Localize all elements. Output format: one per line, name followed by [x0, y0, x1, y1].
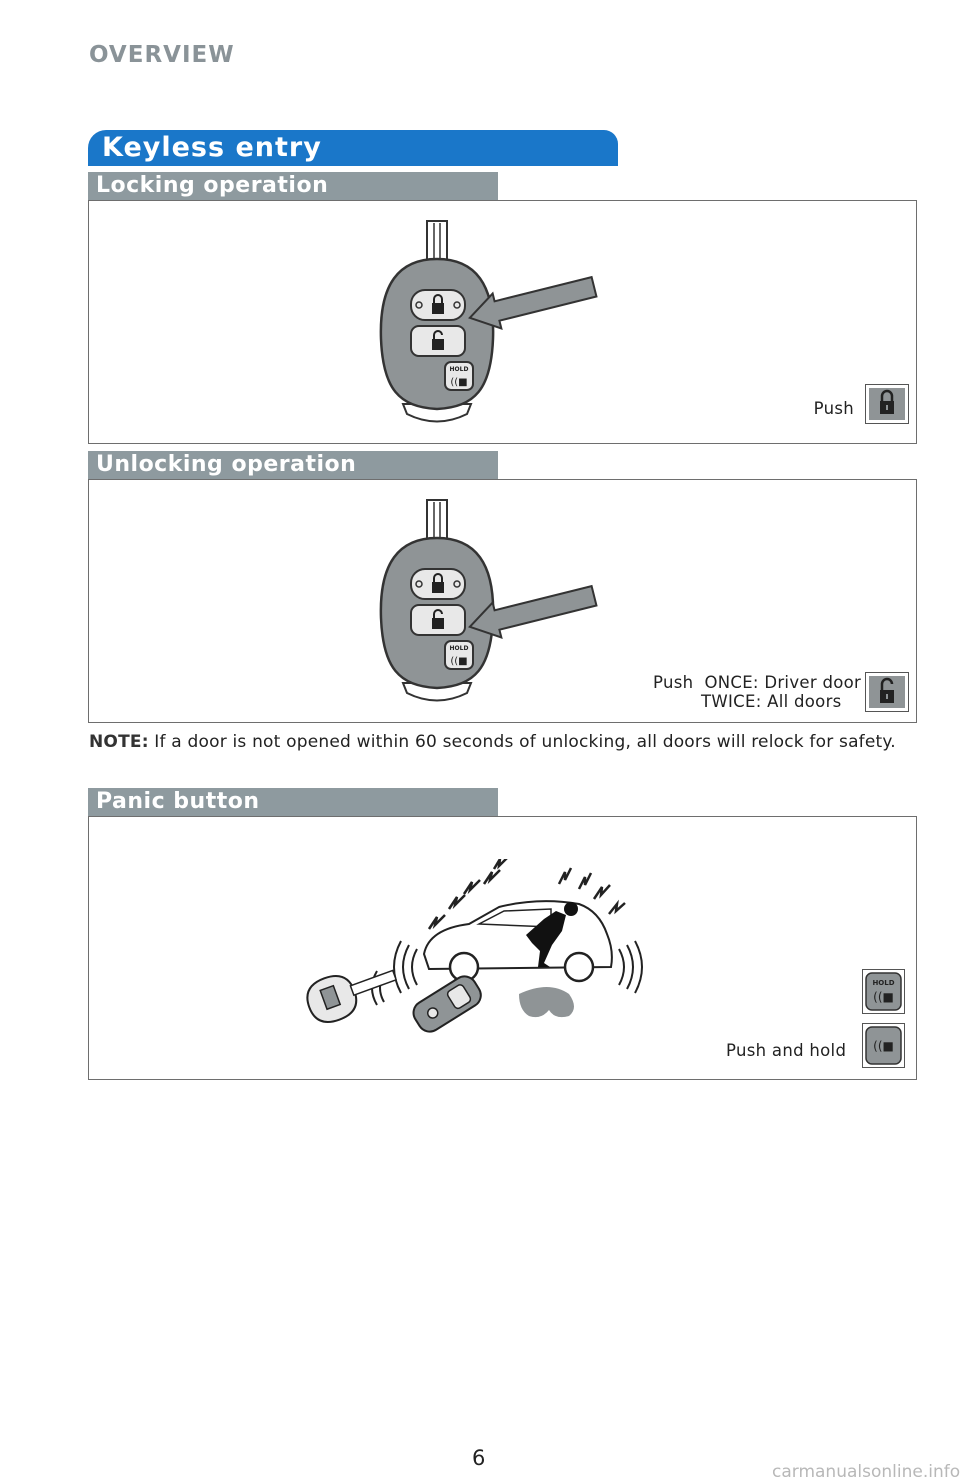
- note-paragraph: NOTE: If a door is not opened within 60 …: [89, 729, 909, 755]
- svg-text:HOLD: HOLD: [450, 366, 469, 373]
- svg-text:((■: ((■: [450, 656, 467, 667]
- banner-title: Keyless entry: [102, 132, 322, 163]
- svg-text:((■: ((■: [873, 1039, 894, 1053]
- lock-button-icon: [865, 384, 909, 424]
- panic-alarm-car-icon: [306, 859, 643, 1033]
- watermark: carmanualsonline.info: [772, 1462, 960, 1482]
- panic-panel: HOLD ((■ Push and hold ((■: [88, 816, 917, 1080]
- unlock-button-icon: [865, 672, 909, 712]
- locking-heading-text: Locking operation: [96, 173, 329, 198]
- key-fob-unlock-highlight-icon: HOLD ((■: [379, 499, 598, 702]
- unlocking-heading: Unlocking operation: [88, 451, 498, 479]
- panic-caption: Push and hold: [726, 1041, 847, 1060]
- panic-heading: Panic button: [88, 788, 498, 816]
- keyless-entry-banner: Keyless entry: [88, 130, 618, 166]
- svg-text:((■: ((■: [873, 990, 894, 1004]
- panic-heading-text: Panic button: [96, 789, 260, 814]
- note-label: NOTE:: [89, 732, 149, 752]
- page-number: 6: [472, 1446, 486, 1470]
- note-text: If a door is not opened within 60 second…: [148, 732, 896, 752]
- key-fob-lock-highlight-icon: HOLD ((■: [379, 220, 598, 423]
- unlocking-caption-line2: TWICE: All doors: [701, 692, 842, 711]
- locking-caption: Push: [813, 399, 854, 418]
- section-title: OVERVIEW: [89, 42, 235, 68]
- svg-text:((■: ((■: [450, 377, 467, 388]
- unlocking-panel: HOLD ((■ Push ONCE: Driver door TWICE: A…: [88, 479, 917, 723]
- svg-text:HOLD: HOLD: [450, 645, 469, 652]
- unlocking-heading-text: Unlocking operation: [96, 452, 357, 477]
- panic-button-icon: ((■: [862, 1023, 905, 1068]
- svg-text:HOLD: HOLD: [872, 979, 894, 987]
- panic-hold-button-icon: HOLD ((■: [862, 969, 905, 1014]
- locking-panel: HOLD ((■ Push: [88, 200, 917, 444]
- unlocking-caption-line1: Push ONCE: Driver door: [653, 673, 862, 692]
- locking-heading: Locking operation: [88, 172, 498, 200]
